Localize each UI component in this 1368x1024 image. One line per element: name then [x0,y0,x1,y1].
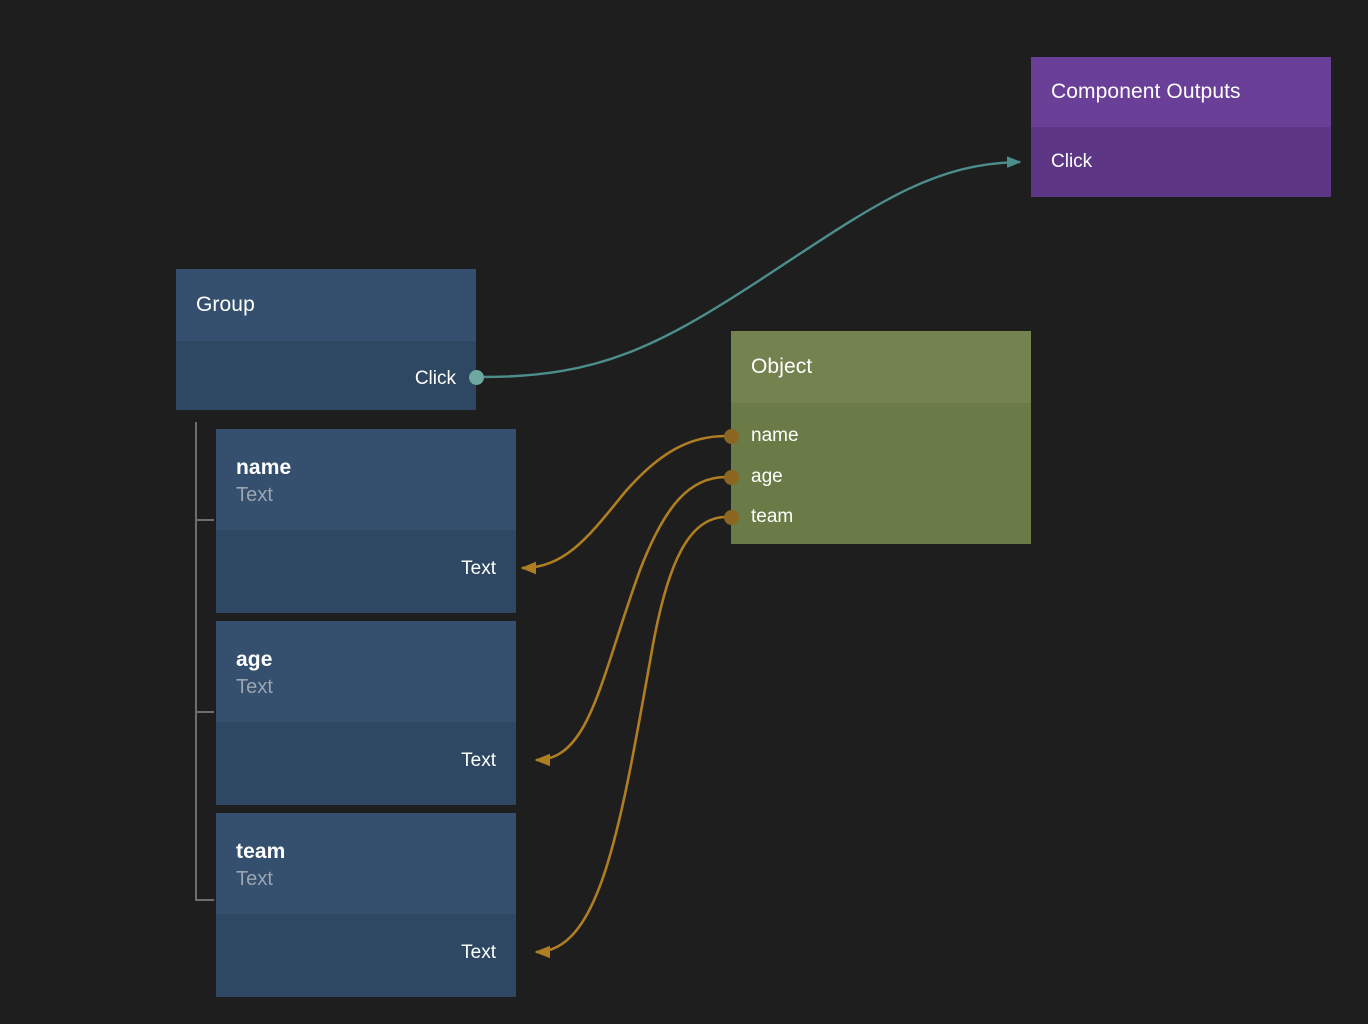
node-object[interactable]: Object name age team [731,331,1031,544]
node-age-header[interactable]: age Text [216,621,516,722]
group-output-click-label: Click [414,368,456,389]
data-input-port-age[interactable] [724,470,739,485]
object-input-name[interactable]: name [731,424,799,448]
node-name-header[interactable]: name Text [216,429,516,530]
node-group-body: Click [176,341,476,410]
object-input-team-label: team [751,506,794,527]
wire-object-name-to-name-text [520,434,727,575]
component-outputs-input-click[interactable]: Click [1031,150,1092,174]
node-team-body: Text [216,914,516,997]
node-team[interactable]: team Text Text [216,813,516,997]
node-name[interactable]: name Text Text [216,429,516,613]
node-group[interactable]: Group Click [176,269,476,410]
node-name-body: Text [216,530,516,613]
team-output-text[interactable]: Text [461,941,516,965]
age-output-text[interactable]: Text [461,749,516,773]
object-input-age[interactable]: age [731,465,783,489]
node-age-title: age [236,648,273,671]
node-component-outputs-body: Click [1031,127,1331,197]
node-age-body: Text [216,722,516,805]
node-component-outputs-title: Component Outputs [1051,80,1241,103]
event-output-port[interactable] [469,370,484,385]
object-input-team[interactable]: team [731,505,793,529]
node-component-outputs[interactable]: Component Outputs Click [1031,57,1331,197]
node-name-subtitle: Text [236,484,274,506]
node-name-title: name [236,456,292,479]
node-group-title: Group [196,293,255,316]
node-age[interactable]: age Text Text [216,621,516,805]
team-output-text-label: Text [461,942,496,963]
node-object-header[interactable]: Object [731,331,1031,403]
object-input-name-label: name [751,425,799,446]
wire-object-age-to-age-text [534,475,727,767]
node-team-header[interactable]: team Text [216,813,516,914]
data-input-port-team[interactable] [724,510,739,525]
node-object-title: Object [751,355,813,378]
node-component-outputs-header[interactable]: Component Outputs [1031,57,1331,127]
component-outputs-input-click-label: Click [1051,151,1093,172]
wire-object-team-to-team-text [534,515,727,959]
name-output-text[interactable]: Text [461,557,516,581]
group-children-tree-bracket [195,422,214,901]
node-team-subtitle: Text [236,868,274,890]
group-output-click[interactable]: Click [415,367,476,391]
node-age-subtitle: Text [236,676,274,698]
node-object-body: name age team [731,403,1031,544]
data-input-port-name[interactable] [724,429,739,444]
name-output-text-label: Text [461,558,496,579]
node-team-title: team [236,840,286,863]
object-input-age-label: age [751,466,783,487]
node-group-header[interactable]: Group [176,269,476,341]
age-output-text-label: Text [461,750,496,771]
